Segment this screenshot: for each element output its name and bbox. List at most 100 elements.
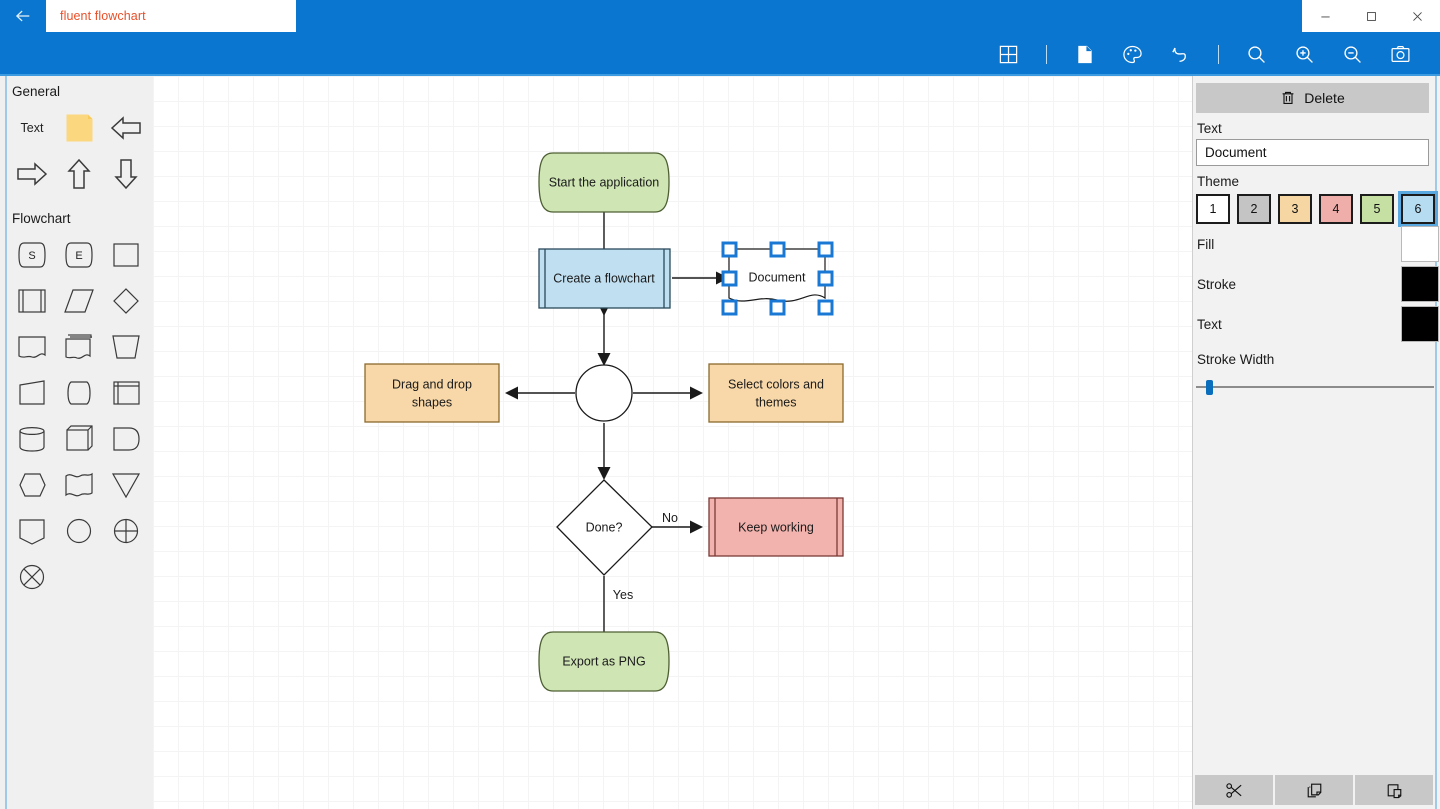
node-label: Start the application: [549, 175, 660, 189]
stroke-color-swatch[interactable]: [1401, 266, 1439, 302]
theme-swatch-number: 5: [1373, 202, 1381, 216]
sidebar-item-summing-junction-shape[interactable]: [9, 554, 55, 600]
fill-color-swatch[interactable]: [1401, 226, 1439, 262]
delete-button[interactable]: Delete: [1196, 83, 1429, 113]
theme-swatch-6[interactable]: 6: [1398, 191, 1438, 227]
maximize-button[interactable]: [1348, 0, 1394, 32]
minimize-button[interactable]: [1302, 0, 1348, 32]
sidebar-item-connector-shape[interactable]: [56, 508, 102, 554]
delay-icon: [113, 427, 140, 451]
sidebar-item-cube-shape[interactable]: [56, 416, 102, 462]
sidebar-item-manual-operation-shape[interactable]: [103, 324, 149, 370]
stroke-label: Stroke: [1197, 276, 1237, 292]
node-done-decision[interactable]: Done?: [556, 479, 653, 576]
sidebar-item-arrow-left-shape[interactable]: [103, 105, 149, 151]
toolbar-export-image-button[interactable]: [1376, 32, 1424, 76]
sidebar-item-arrow-up-shape[interactable]: [56, 151, 102, 197]
sidebar-item-process-shape[interactable]: [9, 278, 55, 324]
handle-e[interactable]: [817, 270, 834, 287]
sidebar-item-diamond-shape[interactable]: [103, 278, 149, 324]
handle-sw[interactable]: [721, 299, 738, 316]
copy-icon: [1307, 783, 1321, 797]
document-icon: [18, 336, 46, 358]
parallelogram-icon: [64, 289, 94, 313]
circle-cross-icon: [113, 518, 139, 544]
handle-se[interactable]: [817, 299, 834, 316]
handle-w[interactable]: [721, 270, 738, 287]
sidebar-item-parallelogram-shape[interactable]: [56, 278, 102, 324]
sidebar-item-display-shape[interactable]: [56, 462, 102, 508]
node-drag-drop-shapes[interactable]: Drag and drop shapes: [364, 363, 500, 423]
theme-swatch-row: 1 2 3 4 5 6: [1193, 191, 1438, 227]
node-label-line1: Select colors and: [728, 377, 824, 391]
sidebar-item-junction-shape[interactable]: [103, 508, 149, 554]
toolbar-grid-button[interactable]: [984, 32, 1032, 76]
preparation-icon: [19, 473, 46, 497]
sidebar-item-end-shape[interactable]: E: [56, 232, 102, 278]
slider-thumb[interactable]: [1206, 380, 1213, 395]
trapezoid-icon: [112, 335, 140, 359]
sidebar-item-document-shape[interactable]: [9, 324, 55, 370]
node-start[interactable]: Start the application: [538, 152, 670, 213]
node-document[interactable]: Document: [728, 248, 826, 302]
sidebar-item-extract-shape[interactable]: [9, 508, 55, 554]
copy-button[interactable]: [1275, 775, 1353, 805]
sidebar-item-cylinder-shape[interactable]: [9, 416, 55, 462]
back-button[interactable]: [0, 0, 46, 32]
toolbar-zoom-in-button[interactable]: [1280, 32, 1328, 76]
theme-swatch-2[interactable]: 2: [1237, 194, 1271, 224]
sidebar-item-multidoc-shape[interactable]: [56, 324, 102, 370]
theme-swatch-4[interactable]: 4: [1319, 194, 1353, 224]
toolbar-new-page-button[interactable]: [1060, 32, 1108, 76]
handle-ne[interactable]: [817, 241, 834, 258]
sidebar-item-text-shape[interactable]: Text: [9, 105, 55, 151]
theme-swatch-3[interactable]: 3: [1278, 194, 1312, 224]
node-shape: [538, 248, 671, 309]
node-create-flowchart[interactable]: Create a flowchart: [538, 248, 671, 309]
toolbar-undo-button[interactable]: [1156, 32, 1204, 76]
sidebar-item-internal-storage-shape[interactable]: [103, 370, 149, 416]
selection-handles[interactable]: [721, 241, 834, 316]
node-keep-working[interactable]: Keep working: [708, 497, 844, 557]
diagram-svg: No Yes Start the application Create a fl…: [364, 152, 844, 692]
trash-icon: [1282, 91, 1294, 104]
sidebar-item-arrow-down-shape[interactable]: [103, 151, 149, 197]
sidebar-item-arrow-right-shape[interactable]: [9, 151, 55, 197]
sidebar-item-card-shape[interactable]: [9, 370, 55, 416]
sidebar-item-storage-shape[interactable]: [56, 370, 102, 416]
diagram-canvas[interactable]: No Yes Start the application Create a fl…: [153, 76, 1192, 809]
storage-icon: [67, 381, 91, 405]
theme-swatch-5[interactable]: 5: [1360, 194, 1394, 224]
close-button[interactable]: [1394, 0, 1440, 32]
toolbar-theme-button[interactable]: [1108, 32, 1156, 76]
handle-s[interactable]: [769, 299, 786, 316]
multi-document-icon: [65, 334, 92, 359]
sidebar-section-title-general: General: [12, 84, 61, 99]
paste-button[interactable]: [1355, 775, 1433, 805]
shape-text-input[interactable]: Document: [1196, 139, 1429, 166]
handle-nw[interactable]: [721, 241, 738, 258]
node-select-colors[interactable]: Select colors and themes: [708, 363, 844, 423]
sidebar-item-preparation-shape[interactable]: [9, 462, 55, 508]
handle-n[interactable]: [769, 241, 786, 258]
toolbar-accent-line: [0, 74, 1440, 76]
cut-button[interactable]: [1195, 775, 1273, 805]
sidebar-item-start-shape[interactable]: S: [9, 232, 55, 278]
sidebar-item-delay-shape[interactable]: [103, 416, 149, 462]
node-hub-connector[interactable]: [575, 364, 633, 422]
shape-library-sidebar[interactable]: General Text: [0, 76, 153, 809]
theme-swatch-1[interactable]: 1: [1196, 194, 1230, 224]
arrowhead: [597, 353, 611, 366]
node-export-png[interactable]: Export as PNG: [538, 631, 670, 692]
tab-fluent-flowchart[interactable]: fluent flowchart: [46, 0, 296, 32]
close-icon: [1412, 11, 1422, 21]
toolbar-fit-button[interactable]: [1232, 32, 1280, 76]
sidebar-item-rect-shape[interactable]: [103, 232, 149, 278]
svg-text:S: S: [28, 250, 35, 262]
stroke-width-slider[interactable]: [1196, 378, 1434, 396]
sidebar-item-note-shape[interactable]: [56, 105, 102, 151]
sidebar-item-merge-shape[interactable]: [103, 462, 149, 508]
text-color-swatch[interactable]: [1401, 306, 1439, 342]
toolbar-zoom-out-button[interactable]: [1328, 32, 1376, 76]
